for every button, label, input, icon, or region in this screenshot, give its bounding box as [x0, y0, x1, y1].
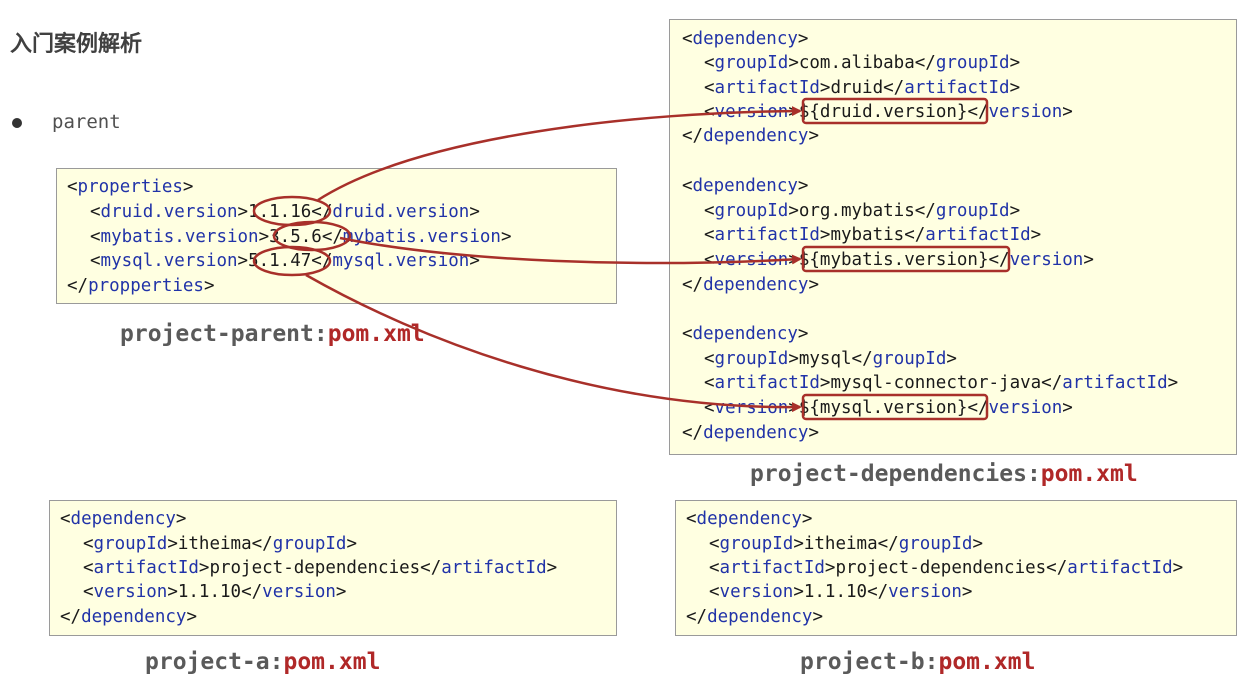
dep2-version: ${mybatis.version} — [798, 250, 989, 270]
properties-close-tag: propperties — [88, 276, 204, 296]
dep3-version: ${mysql.version} — [798, 398, 968, 418]
dep1-groupid: com.alibaba — [798, 53, 915, 73]
caption-project-a: project-a:pom.xml — [145, 649, 381, 675]
mybatis-version-value: 3.5.6 — [269, 227, 322, 247]
a-groupid: itheima — [177, 534, 252, 554]
b-groupid: itheima — [803, 534, 878, 554]
dependencies-pom-code: <dependency> <groupId>com.alibaba</group… — [669, 19, 1237, 455]
bullet-dot — [12, 118, 22, 128]
dep2-groupid: org.mybatis — [798, 201, 915, 221]
caption-dependencies: project-dependencies:pom.xml — [750, 461, 1138, 487]
mysql-version-value: 5.1.47 — [248, 251, 312, 271]
project-a-pom-code: <dependency> <groupId>itheima</groupId> … — [49, 500, 617, 636]
a-version: 1.1.10 — [177, 582, 242, 602]
dep2-artifactid: mybatis — [830, 225, 905, 245]
mybatis-version-tag: mybatis.version — [100, 227, 259, 247]
slide-title: 入门案例解析 — [10, 32, 143, 57]
a-artifactid: project-dependencies — [209, 558, 421, 578]
dep3-artifactid: mysql-connector-java — [830, 373, 1042, 393]
properties-open-tag: properties — [77, 177, 183, 197]
parent-pom-code: <properties> <druid.version>1.1.16</drui… — [56, 168, 617, 304]
project-b-pom-code: <dependency> <groupId>itheima</groupId> … — [675, 500, 1237, 636]
caption-parent: project-parent:pom.xml — [120, 321, 425, 347]
dep1-version: ${druid.version} — [798, 102, 968, 122]
druid-version-value: 1.1.16 — [248, 202, 312, 222]
b-version: 1.1.10 — [803, 582, 868, 602]
dep1-artifactid: druid — [830, 78, 884, 98]
b-artifactid: project-dependencies — [835, 558, 1047, 578]
caption-project-b: project-b:pom.xml — [800, 649, 1036, 675]
mysql-version-tag: mysql.version — [100, 251, 238, 271]
druid-version-tag: druid.version — [100, 202, 238, 222]
dep3-groupid: mysql — [798, 349, 852, 369]
bullet-text: parent — [52, 111, 121, 133]
